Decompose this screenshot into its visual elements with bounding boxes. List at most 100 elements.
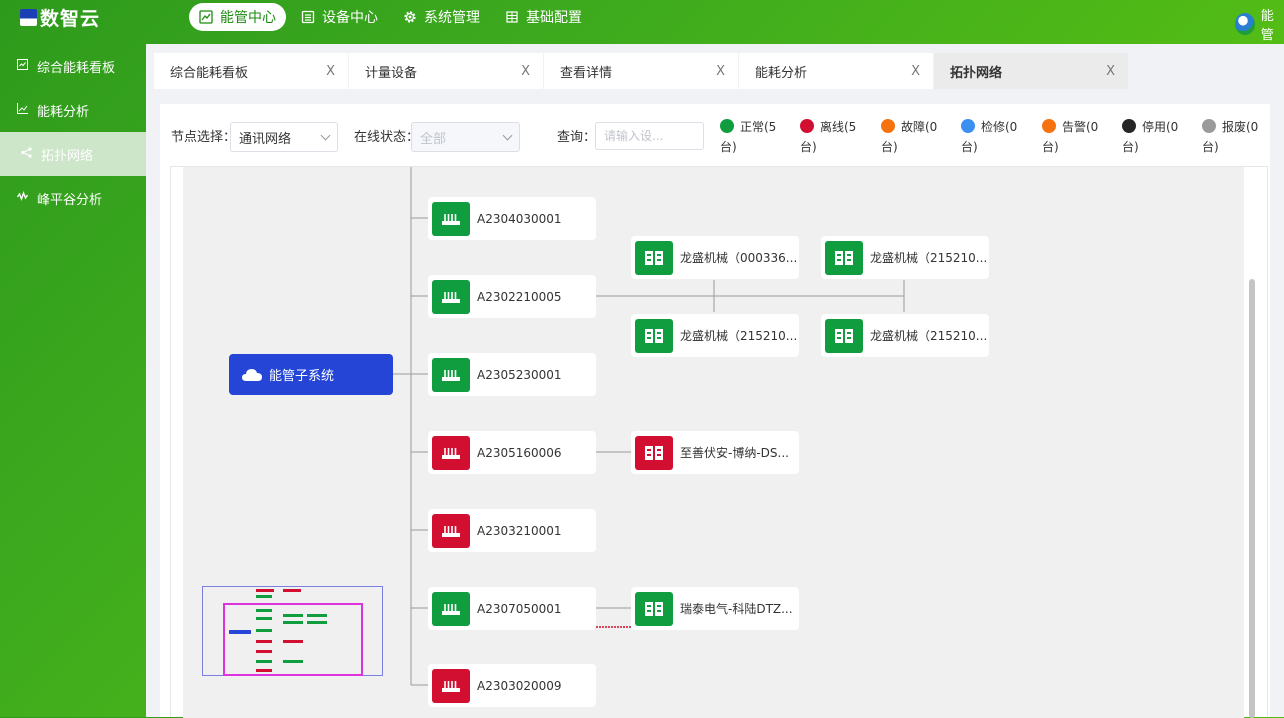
minimap-node xyxy=(229,630,251,634)
legend-unit: 台) xyxy=(1202,140,1219,154)
root-node[interactable]: 能管子系统 xyxy=(229,354,393,395)
router-icon xyxy=(432,201,470,236)
close-icon[interactable]: X xyxy=(716,63,725,79)
sidebar-item-energy-analysis[interactable]: 能耗分析 xyxy=(0,88,146,132)
tab-view-details[interactable]: 查看详情 X xyxy=(544,53,738,89)
sidebar-item-topology[interactable]: 拓扑网络 xyxy=(0,132,146,176)
tab-label: 计量设备 xyxy=(365,65,418,81)
status-dot-icon xyxy=(881,119,895,133)
legend-label: 报废(0 xyxy=(1222,120,1259,134)
legend-unit: 台) xyxy=(1122,140,1139,154)
sidebar-item-dashboard[interactable]: 综合能耗看板 xyxy=(0,44,146,88)
chart-line-icon xyxy=(199,10,213,24)
meter-node[interactable]: 龙盛机械（000336... xyxy=(631,236,799,279)
meter-icon xyxy=(635,318,673,353)
router-icon xyxy=(432,591,470,626)
status-dot-icon xyxy=(961,119,975,133)
close-icon[interactable]: X xyxy=(1106,63,1115,79)
nav-item-basic-config[interactable]: 基础配置 xyxy=(495,3,592,31)
meter-icon xyxy=(825,318,863,353)
gateway-label: A2302210005 xyxy=(477,289,562,304)
status-select[interactable]: 全部 xyxy=(411,122,520,152)
topology-panel: 节点选择： 通讯网络 在线状态： 全部 查询： 正常(5台) 离线(5台) 故障… xyxy=(160,104,1270,718)
sidebar-item-peak-valley[interactable]: 峰平谷分析 xyxy=(0,176,146,220)
cloud-icon xyxy=(241,367,263,382)
status-dot-icon xyxy=(1122,119,1136,133)
minimap-node xyxy=(307,621,327,624)
avatar xyxy=(1235,13,1255,35)
user-menu[interactable]: 能管 xyxy=(1235,5,1284,43)
minimap-viewport[interactable] xyxy=(223,603,363,676)
minimap-node xyxy=(256,595,272,598)
meter-node[interactable]: 至善伏安-博纳-DS... xyxy=(631,431,799,474)
minimap-node xyxy=(256,669,272,672)
tab-topology[interactable]: 拓扑网络 X xyxy=(934,53,1128,89)
minimap-node xyxy=(256,617,272,620)
gateway-label: A2303020009 xyxy=(477,678,562,693)
vertical-scrollbar[interactable] xyxy=(1246,167,1260,718)
meter-node[interactable]: 龙盛机械（215210... xyxy=(631,314,799,357)
gateway-label: A2305160006 xyxy=(477,445,562,460)
gateway-node[interactable]: A2302210005 xyxy=(428,275,596,318)
gateway-node[interactable]: A2303020009 xyxy=(428,664,596,707)
close-icon[interactable]: X xyxy=(521,63,530,79)
legend-label: 检修(0 xyxy=(981,120,1018,134)
status-dot-icon xyxy=(800,119,814,133)
meter-node[interactable]: 瑞泰电气-科陆DTZ... xyxy=(631,587,799,630)
meter-node[interactable]: 龙盛机械（215210... xyxy=(821,236,989,279)
legend-unit: 台) xyxy=(881,140,898,154)
scrollbar-thumb[interactable] xyxy=(1249,279,1255,718)
minimap-node xyxy=(256,629,272,632)
gateway-node[interactable]: A2303210001 xyxy=(428,509,596,552)
status-dot-icon xyxy=(1202,119,1216,133)
top-nav: 能管中心 设备中心 系统管理 基础配置 xyxy=(189,3,597,31)
nav-item-energy-center[interactable]: 能管中心 xyxy=(189,3,286,31)
minimap-node xyxy=(256,609,272,612)
nav-item-system-management[interactable]: 系统管理 xyxy=(393,3,490,31)
legend-unit: 台) xyxy=(800,140,817,154)
meter-label: 瑞泰电气-科陆DTZ... xyxy=(680,602,793,616)
status-select-label: 在线状态： xyxy=(354,130,420,145)
brand-logo[interactable]: 数智云 xyxy=(20,4,100,30)
meter-node[interactable]: 龙盛机械（215210... xyxy=(821,314,989,357)
main-content: 综合能耗看板 X 计量设备 X 查看详情 X 能耗分析 X 拓扑网络 X 节点选… xyxy=(146,44,1284,718)
tab-label: 能耗分析 xyxy=(755,65,808,81)
sidebar-item-label: 综合能耗看板 xyxy=(37,60,116,76)
minimap-node xyxy=(283,589,301,592)
status-select-value: 全部 xyxy=(420,131,447,147)
close-icon[interactable]: X xyxy=(911,63,920,79)
tab-metering-devices[interactable]: 计量设备 X xyxy=(349,53,543,89)
share-icon xyxy=(20,147,32,161)
close-icon[interactable]: X xyxy=(326,63,335,79)
gateway-node[interactable]: A2304030001 xyxy=(428,197,596,240)
minimap[interactable] xyxy=(202,586,383,676)
minimap-node xyxy=(283,614,303,617)
legend-unit: 台) xyxy=(1042,140,1059,154)
tab-label: 拓扑网络 xyxy=(950,65,1003,81)
router-icon xyxy=(432,279,470,314)
legend-label: 离线(5 xyxy=(820,120,857,134)
tab-energy-analysis[interactable]: 能耗分析 X xyxy=(739,53,933,89)
router-icon xyxy=(432,435,470,470)
meter-icon xyxy=(635,591,673,626)
gateway-node[interactable]: A2307050001 xyxy=(428,587,596,630)
minimap-node xyxy=(307,614,327,617)
minimap-node xyxy=(256,640,272,643)
node-select[interactable]: 通讯网络 xyxy=(230,122,338,152)
topology-canvas: 能管子系统 A2304030001 A2302210005 xyxy=(170,166,1268,718)
gateway-label: A2307050001 xyxy=(477,601,562,616)
gateway-node[interactable]: A2305230001 xyxy=(428,353,596,396)
minimap-node xyxy=(283,621,303,624)
search-input[interactable] xyxy=(595,122,704,150)
nav-item-device-center[interactable]: 设备中心 xyxy=(291,3,388,31)
tab-dashboard[interactable]: 综合能耗看板 X xyxy=(154,53,348,89)
router-icon xyxy=(432,513,470,548)
minimap-node xyxy=(256,660,272,663)
status-dot-icon xyxy=(1042,119,1056,133)
gateway-node[interactable]: A2305160006 xyxy=(428,431,596,474)
topology-graph[interactable]: 能管子系统 A2304030001 A2302210005 xyxy=(183,167,1244,718)
